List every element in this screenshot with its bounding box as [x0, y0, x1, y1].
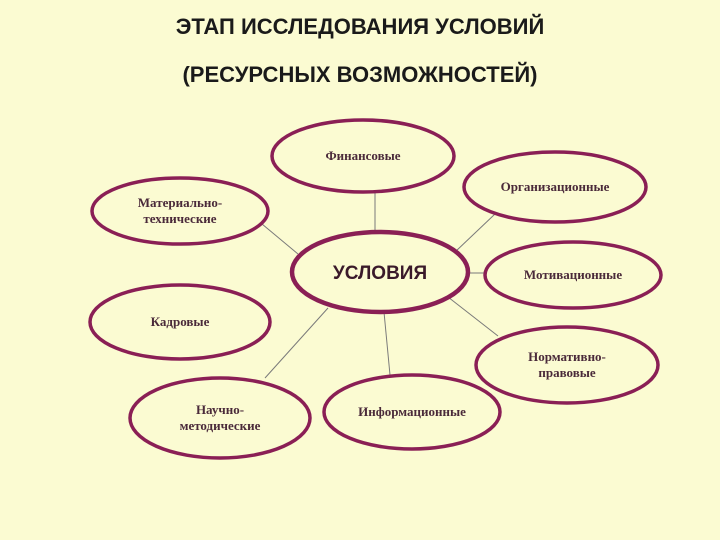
node-label-motivational: Мотивационные: [524, 267, 622, 282]
node-organizational: Организационные: [462, 150, 648, 224]
page-subtitle: (РЕСУРСНЫХ ВОЗМОЖНОСТЕЙ): [182, 62, 538, 87]
node-normative: Нормативно-правовые: [474, 325, 660, 405]
node-motivational: Мотивационные: [483, 240, 663, 310]
node-material: Материально-технические: [90, 176, 270, 246]
connector-normative: [447, 296, 499, 337]
node-scientific: Научно-методические: [128, 376, 312, 460]
center-node: УСЛОВИЯ: [289, 229, 471, 315]
page-title: ЭТАП ИССЛЕДОВАНИЯ УСЛОВИЙ: [175, 14, 545, 39]
node-financial: Финансовые: [270, 118, 456, 194]
node-ellipse-motivational: [483, 240, 663, 310]
node-ellipse-informational: [322, 373, 502, 451]
node-label-normative-1: Нормативно-: [528, 349, 606, 364]
node-informational: Информационные: [322, 373, 502, 451]
center-label: УСЛОВИЯ: [333, 263, 427, 284]
connector-informational: [383, 311, 391, 376]
node-ellipse-organizational: [462, 150, 648, 224]
node-label-financial: Финансовые: [325, 148, 400, 163]
node-label-personnel: Кадровые: [151, 314, 210, 329]
connector-scientific: [264, 307, 329, 379]
node-ellipse-financial: [270, 118, 456, 194]
node-label-material-1: Материально-: [138, 195, 222, 210]
node-label-scientific-1: Научно-: [196, 402, 244, 417]
node-ellipse-scientific: [128, 376, 312, 460]
node-label-organizational: Организационные: [501, 179, 610, 194]
node-label-scientific-2: методические: [180, 418, 261, 433]
node-personnel: Кадровые: [88, 283, 272, 361]
node-label-material-2: технические: [143, 211, 216, 226]
connectors: [261, 193, 499, 379]
connector-material: [261, 223, 299, 255]
center-ellipse: [289, 229, 471, 315]
node-ellipse-material: [90, 176, 270, 246]
connector-organizational: [454, 213, 496, 253]
node-label-normative-2: правовые: [538, 365, 595, 380]
node-ellipse-personnel: [88, 283, 272, 361]
node-ellipse-normative: [474, 325, 660, 405]
node-label-informational: Информационные: [358, 404, 466, 419]
